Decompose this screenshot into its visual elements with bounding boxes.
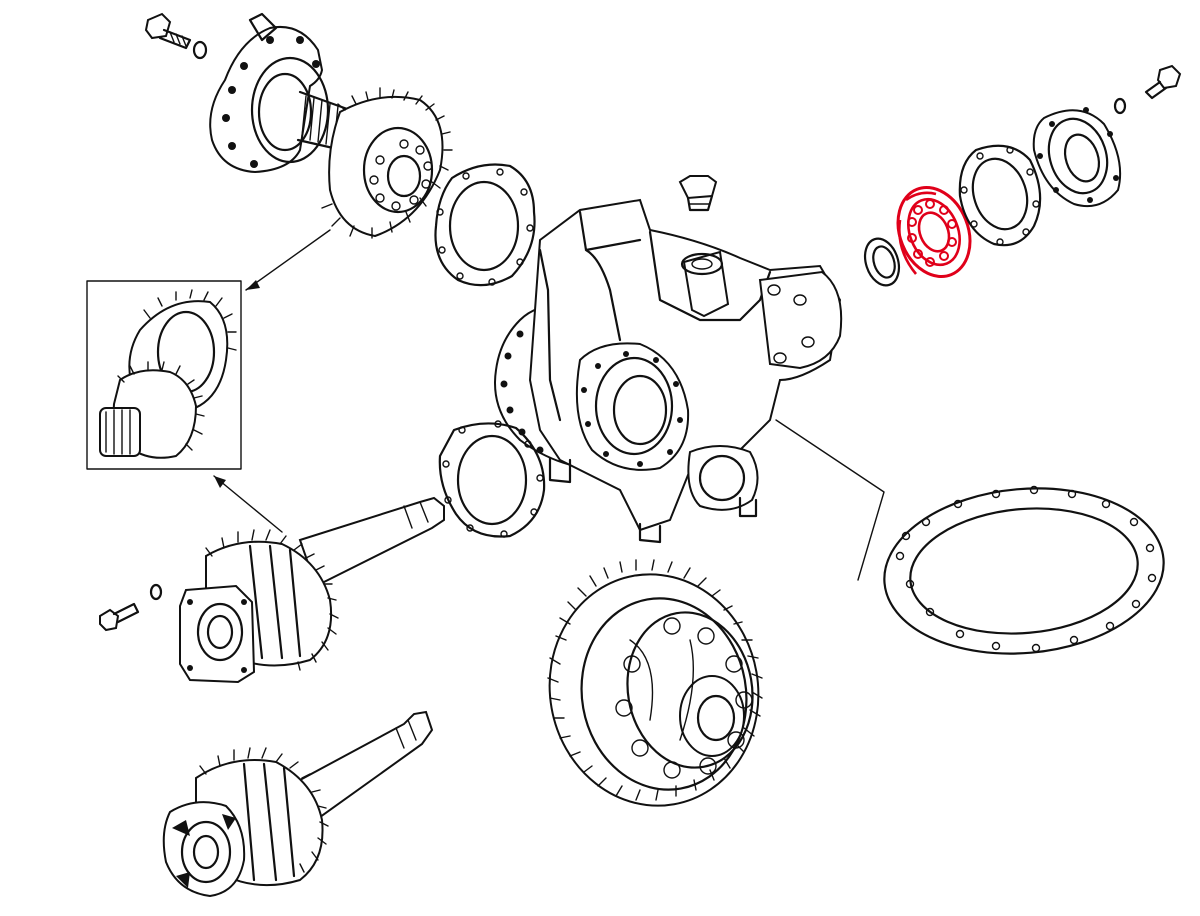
top-left-lock-washer[interactable] [192,40,208,60]
pinion-gear-assembly[interactable] [209,12,453,239]
inset-gear-assembly [99,289,237,459]
housing-flange-gasket[interactable] [877,477,1170,665]
bearing-cover-plate[interactable] [1032,107,1122,208]
carrier-gasket-top[interactable] [434,163,536,287]
detail-inset-box [86,280,242,470]
right-cover-bolt[interactable] [1144,64,1182,100]
shaft-seal-ring[interactable] [859,234,904,290]
bearing-cover-gasket[interactable] [958,144,1042,247]
carrier-gasket-middle[interactable] [438,420,546,538]
top-left-bolt[interactable] [144,12,192,50]
right-lock-washer[interactable] [1113,97,1127,115]
bearing[interactable] [885,177,983,288]
differential-housing[interactable] [494,198,843,544]
breather-plug[interactable] [678,175,718,212]
input-shaft-assembly-lower[interactable] [162,710,434,898]
leader-line-top [245,229,331,291]
leader-line-bottom [213,475,283,533]
input-shaft-assembly-upper[interactable] [179,496,445,684]
bottom-left-bolt[interactable] [99,602,140,632]
leader-line-ring [775,419,885,581]
crown-wheel-differential[interactable] [531,558,776,823]
bottom-left-lock-washer[interactable] [149,583,163,601]
